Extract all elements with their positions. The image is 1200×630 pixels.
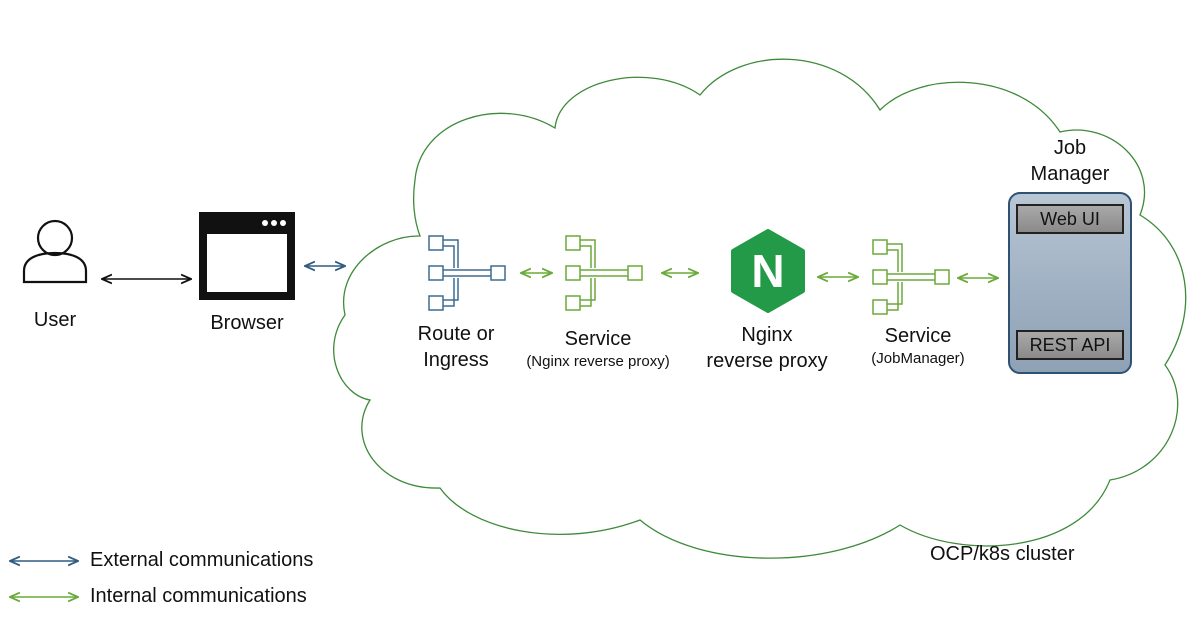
service-jobmanager-label: Service bbox=[884, 325, 952, 347]
nginx-label-line1: Nginx bbox=[741, 324, 793, 346]
cluster-cloud bbox=[333, 58, 1187, 559]
browser-icon bbox=[199, 212, 295, 300]
route-label-line2: Ingress bbox=[423, 349, 489, 371]
jobmanager-label-line1: Job bbox=[1053, 137, 1087, 159]
route-ingress-icon bbox=[428, 235, 506, 311]
nginx-label-line2: reverse proxy bbox=[706, 350, 828, 372]
service-nginx-label: Service bbox=[564, 328, 632, 350]
rest-api-bar: REST API bbox=[1016, 330, 1124, 360]
route-label-line1: Route or bbox=[417, 323, 495, 345]
service-jobmanager-icon bbox=[872, 239, 950, 315]
service-nginx-icon bbox=[565, 235, 643, 311]
web-ui-bar: Web UI bbox=[1016, 204, 1124, 234]
browser-label: Browser bbox=[210, 312, 284, 334]
jobmanager-label-line2: Manager bbox=[1030, 163, 1110, 185]
service-jobmanager-sublabel: (JobManager) bbox=[871, 350, 965, 367]
legend-external-label: External communications bbox=[90, 549, 314, 571]
cluster-label: OCP/k8s cluster bbox=[930, 543, 1075, 565]
nginx-logo-icon: N bbox=[731, 229, 805, 313]
user-label: User bbox=[33, 309, 77, 331]
user-icon bbox=[22, 219, 88, 284]
legend-internal-label: Internal communications bbox=[90, 585, 307, 607]
service-nginx-sublabel: (Nginx reverse proxy) bbox=[526, 353, 670, 370]
nginx-logo-letter: N bbox=[751, 245, 784, 297]
